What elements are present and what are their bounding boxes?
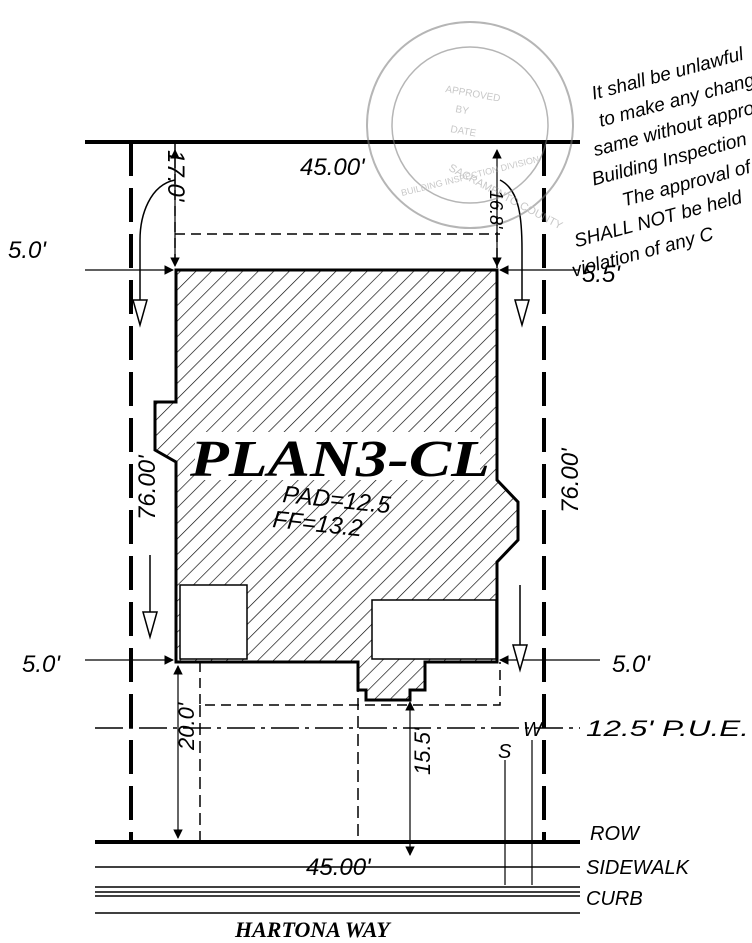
drain-arrowhead-upper-right — [514, 299, 530, 328]
stamp-center-line-3: DATE — [449, 124, 477, 139]
street-name: HARTONA WAY — [234, 917, 392, 942]
stamp-inner-ring — [391, 46, 549, 204]
drain-arrowhead-lower-right — [512, 644, 528, 673]
stamp-center-line-1: APPROVED — [444, 84, 501, 104]
lot-depth-left: 76.00' — [134, 454, 161, 520]
stamp-outer-ring — [366, 21, 574, 229]
house-footprint — [153, 268, 520, 702]
plan-name-backing — [195, 432, 480, 480]
side-left-bottom-label: 5.0' — [22, 651, 61, 678]
porch-right-cutout — [371, 599, 497, 660]
rear-setback-right-label: 16.8' — [486, 190, 506, 229]
sewer-label: S — [498, 741, 512, 763]
stamp-ring-bottom: BUILDING INSPECTION DIVISION — [400, 154, 540, 198]
side-right-bottom-label: 5.0' — [612, 651, 651, 678]
sidewalk-label: SIDEWALK — [586, 857, 691, 879]
drain-arrowhead-lower-left — [142, 611, 158, 640]
front-setback-garage-label: 20.0' — [174, 702, 199, 751]
lot-width-bottom: 45.00' — [306, 854, 372, 881]
stamp-center-line-2: BY — [454, 104, 469, 117]
pue-label: 12.5' P.U.E. — [586, 716, 749, 741]
side-left-top-label: 5.0' — [8, 237, 47, 264]
garage-left-cutout — [179, 584, 248, 660]
side-right-top-label: 5.5' — [582, 261, 621, 288]
row-label: ROW — [590, 823, 641, 845]
drain-arrowhead-upper-left — [132, 299, 148, 328]
drain-arrow-upper-left — [139, 179, 176, 300]
water-label: W — [523, 719, 544, 741]
front-setback-porch-label: 15.5' — [410, 727, 435, 775]
rear-setback-label: 17.0' — [162, 150, 189, 203]
drawing-labels: PLAN3-CL PAD=12.5 FF=13.2 45.00' 45.00' … — [8, 150, 749, 942]
lot-boundary — [85, 140, 580, 844]
curb-label: CURB — [586, 888, 643, 910]
driveway-outline — [199, 662, 501, 706]
lot-width-top: 45.00' — [300, 154, 366, 181]
drain-arrow-upper-right — [499, 179, 523, 300]
street-lines — [95, 866, 580, 914]
lot-depth-right: 76.00' — [557, 447, 584, 513]
drainage-arrows — [132, 179, 530, 673]
plan-name: PLAN3-CL — [189, 431, 490, 488]
